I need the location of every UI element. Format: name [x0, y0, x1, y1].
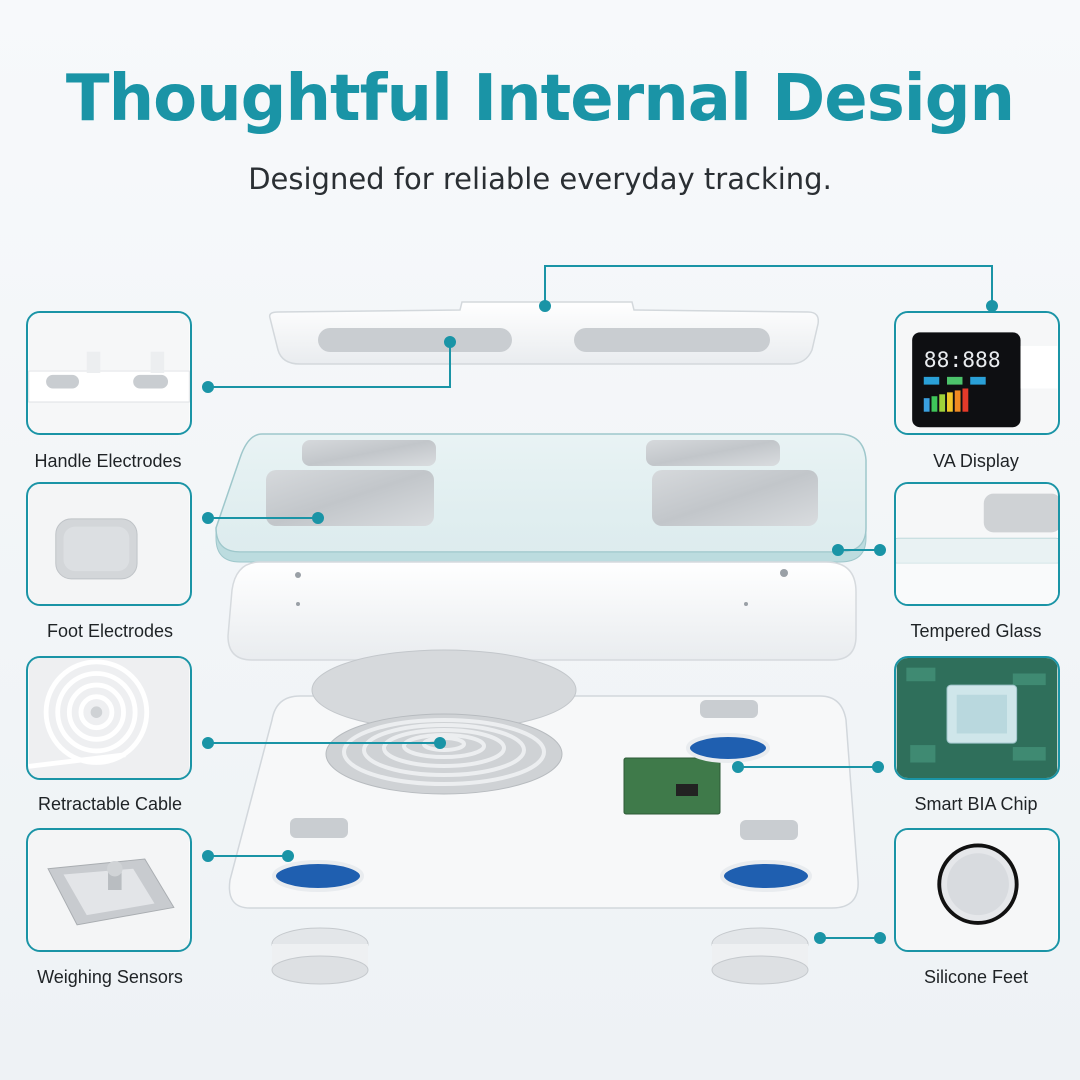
label-va-display: VA Display	[933, 451, 1019, 471]
card-retractable-cable	[26, 656, 192, 780]
label-silicone-feet: Silicone Feet	[923, 967, 1029, 987]
foot-electrode	[646, 440, 780, 466]
foot-closeup	[896, 830, 1058, 950]
page-title: Thoughtful Internal Design	[65, 62, 1015, 136]
handle-electrode-left	[318, 328, 512, 352]
card-va-display: 88:888	[894, 311, 1060, 435]
card-handle-electrodes	[26, 311, 192, 435]
bia-chip-board	[623, 757, 721, 815]
foot-electrode	[266, 470, 434, 526]
foot-electrode	[652, 470, 818, 526]
handle-electrode-right	[574, 328, 770, 352]
glass-edge-closeup	[896, 484, 1058, 604]
label-foot-electrodes: Foot Electrodes	[46, 621, 174, 641]
sensor-closeup	[28, 830, 190, 950]
callout-connectors	[202, 265, 998, 944]
cable-coil-closeup	[28, 658, 190, 778]
base-shell	[228, 649, 859, 909]
card-weighing-sensors	[26, 828, 192, 952]
foot-electrode-closeup	[28, 484, 190, 604]
foot-electrode	[302, 440, 436, 466]
handle-electrode-closeup	[28, 313, 190, 433]
label-tempered-glass: Tempered Glass	[910, 621, 1042, 641]
label-retractable-cable: Retractable Cable	[37, 794, 183, 814]
display-closeup: 88:888	[896, 313, 1058, 433]
card-smart-bia-chip	[894, 656, 1060, 780]
card-foot-electrodes	[26, 482, 192, 606]
silicone-feet	[271, 927, 809, 985]
glass-top	[215, 433, 867, 563]
label-smart-bia-chip: Smart BIA Chip	[914, 794, 1038, 814]
label-handle-electrodes: Handle Electrodes	[34, 451, 182, 471]
middle-tray	[227, 561, 857, 661]
page-subtitle: Designed for reliable everyday tracking.	[248, 162, 832, 196]
card-silicone-feet	[894, 828, 1060, 952]
display-digits: 88:888	[924, 348, 1001, 373]
label-weighing-sensors: Weighing Sensors	[37, 967, 183, 987]
handle-bar	[268, 301, 820, 365]
chip-closeup	[896, 658, 1058, 778]
card-tempered-glass	[894, 482, 1060, 606]
